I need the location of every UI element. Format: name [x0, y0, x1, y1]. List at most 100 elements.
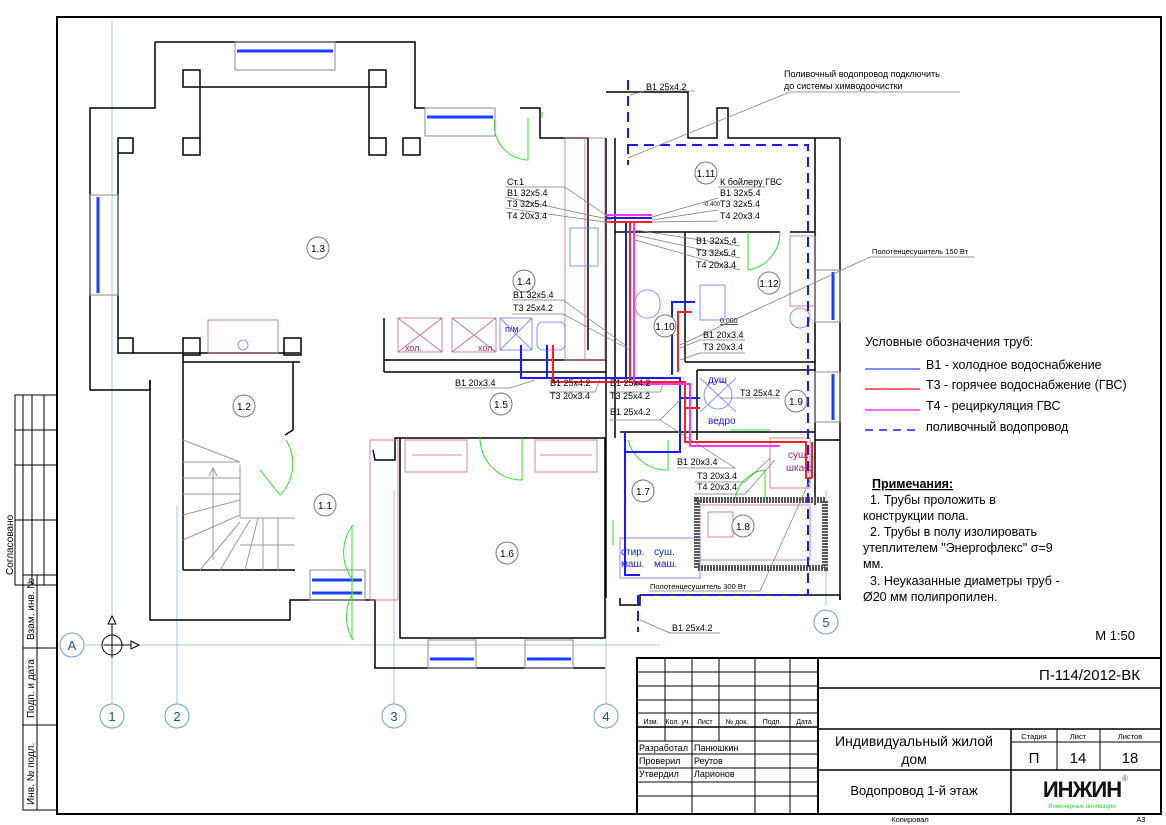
side-replace-inv-label: Взам. инв. № — [26, 578, 37, 640]
title-block — [636, 657, 1162, 815]
project-title-line1: Индивидуальный жилой — [835, 733, 993, 749]
fixture-dryer-2: маш. — [654, 559, 677, 570]
role-name: Реутов — [694, 756, 723, 766]
doc-code: П-114/2012-ВК — [1039, 667, 1140, 684]
level-mark: -0,400 — [703, 202, 721, 208]
level-mark: 0,000 — [720, 318, 738, 325]
annotation: до системы химводоочистки — [784, 81, 903, 91]
copied-label: Копировал — [891, 815, 929, 824]
svg-text:Подп.: Подп. — [763, 719, 782, 726]
room-label: 1.7 — [636, 487, 650, 498]
role-name: Панюшкин — [694, 743, 738, 753]
hot-water-pipes — [552, 221, 813, 479]
annotation: В1 25х4.2 — [550, 378, 591, 388]
recirculation-pipes — [605, 214, 780, 447]
logo-text: ИНЖИН — [1043, 777, 1121, 802]
annotation: В1 25х4.2 — [672, 623, 713, 633]
annotation: Т3 32х5.4 — [720, 199, 760, 209]
role-name: Ларионов — [694, 769, 735, 779]
svg-text:Дата: Дата — [796, 719, 812, 726]
irrigation-pipe — [627, 80, 809, 632]
fixture-dryer-1: суш. — [654, 547, 675, 558]
annotation: Т4 20х3.4 — [697, 482, 737, 492]
annotation: В1 20х3.4 — [703, 330, 744, 340]
annotation: Т3 32х5.4 — [696, 248, 736, 258]
storeroom-wall — [694, 497, 828, 571]
role-label: Разработал — [639, 743, 688, 753]
annotation: Т3 20х3.4 — [697, 471, 737, 481]
stairs — [182, 439, 295, 571]
leader-lines — [455, 90, 975, 634]
annotation: Т3 25х4.2 — [610, 391, 650, 401]
annotation: В1 32х5.4 — [513, 290, 554, 300]
annotation: В1 25х4.2 — [646, 82, 687, 92]
annotation: Т3 20х3.4 — [703, 342, 743, 352]
fixture-washer-1: стир. — [621, 547, 645, 558]
notes-line: Ø20 мм полипропилен. — [863, 590, 998, 604]
room-label: 1.12 — [759, 279, 779, 290]
fixture-washer-2: маш. — [621, 559, 644, 570]
grid-lines — [85, 20, 827, 705]
legend-title: Условные обозначения труб: — [865, 335, 1033, 349]
room-label: 1.2 — [237, 402, 251, 413]
legend-item-recirc: Т4 - рециркуляция ГВС — [926, 399, 1060, 413]
sheet-title: Водопровод 1-й этаж — [850, 783, 978, 798]
room-label: 1.11 — [697, 169, 716, 180]
annotation: Т3 20х3.4 — [550, 391, 590, 401]
notes-title: Примечания: — [872, 477, 953, 491]
notes: Примечания: 1. Трубы проложить в констру… — [863, 477, 1060, 604]
doors — [259, 112, 781, 641]
logo-subtext: Инженерные инновации — [1048, 804, 1116, 810]
grid-axis-a: A — [68, 638, 77, 653]
sheets-label: Листов — [1118, 732, 1142, 741]
legend: Условные обозначения труб: В1 - холодное… — [865, 335, 1127, 434]
annotation: Т3 32х5.4 — [507, 199, 547, 209]
logo-registered-icon: ® — [1122, 774, 1128, 783]
windows — [89, 41, 841, 669]
annotation: Полотенцесушитель 150 Вт — [872, 247, 969, 256]
svg-text:Кол. уч.: Кол. уч. — [666, 719, 691, 726]
annotation: Т3 25х4.2 — [740, 388, 780, 398]
scale-label: М 1:50 — [1095, 628, 1135, 643]
sheet-label: Лист — [1070, 732, 1087, 741]
notes-line: 1. Трубы проложить в — [863, 493, 996, 507]
svg-text:Лист: Лист — [697, 719, 713, 726]
svg-text:Изм.: Изм. — [644, 719, 659, 726]
pipe-annotations: В1 25х4.2 Поливочный водопровод подключи… — [455, 69, 969, 633]
notes-line: конструкции пола. — [863, 509, 969, 523]
grid-axis-3: 3 — [390, 709, 397, 724]
sheets-value: 18 — [1122, 750, 1139, 767]
svg-text:№ док.: № док. — [726, 719, 748, 726]
annotation: Т3 25х4.2 — [513, 303, 553, 313]
fixture-bucket: ведро — [708, 416, 736, 427]
fixture-fridge-1: хол. — [405, 343, 422, 353]
origin-marker-icon — [101, 614, 141, 658]
room-label: 1.5 — [494, 400, 508, 411]
fixture-dishwasher: п/м — [505, 324, 519, 334]
room-label: 1.10 — [655, 322, 675, 333]
title-block-roles: Разработал Панюшкин Проверил Реутов Утве… — [639, 743, 738, 779]
side-stamp — [14, 394, 58, 811]
room-label: 1.6 — [500, 549, 514, 560]
annotation: В1 25х4.2 — [610, 378, 651, 388]
title-block-columns: Изм. Кол. уч. Лист № док. Подп. Дата — [644, 719, 812, 726]
stage-label: Стадия — [1021, 732, 1047, 741]
stage-value: П — [1029, 750, 1040, 767]
walls — [89, 41, 841, 669]
room-label: 1.4 — [517, 277, 531, 288]
room-label: 1.8 — [736, 522, 750, 533]
room-label: 1.9 — [789, 397, 803, 408]
company-logo: ИНЖИН Инженерные инновации ® — [1040, 773, 1128, 811]
side-inv-orig-label: Инв. № подл. — [26, 743, 37, 805]
grid-axis-2: 2 — [173, 709, 180, 724]
dishwasher — [499, 227, 811, 579]
annotation: Т4 20х3.4 — [696, 260, 736, 270]
grid-bubbles — [59, 609, 839, 729]
annotation: В1 32х5.4 — [507, 188, 548, 198]
annotation: Т4 20х3.4 — [720, 211, 760, 221]
side-sign-date-label: Подп. и дата — [26, 659, 37, 718]
room-label: 1.3 — [311, 244, 325, 255]
notes-line: мм. — [863, 557, 884, 571]
annotation: В1 25х4.2 — [610, 407, 651, 417]
